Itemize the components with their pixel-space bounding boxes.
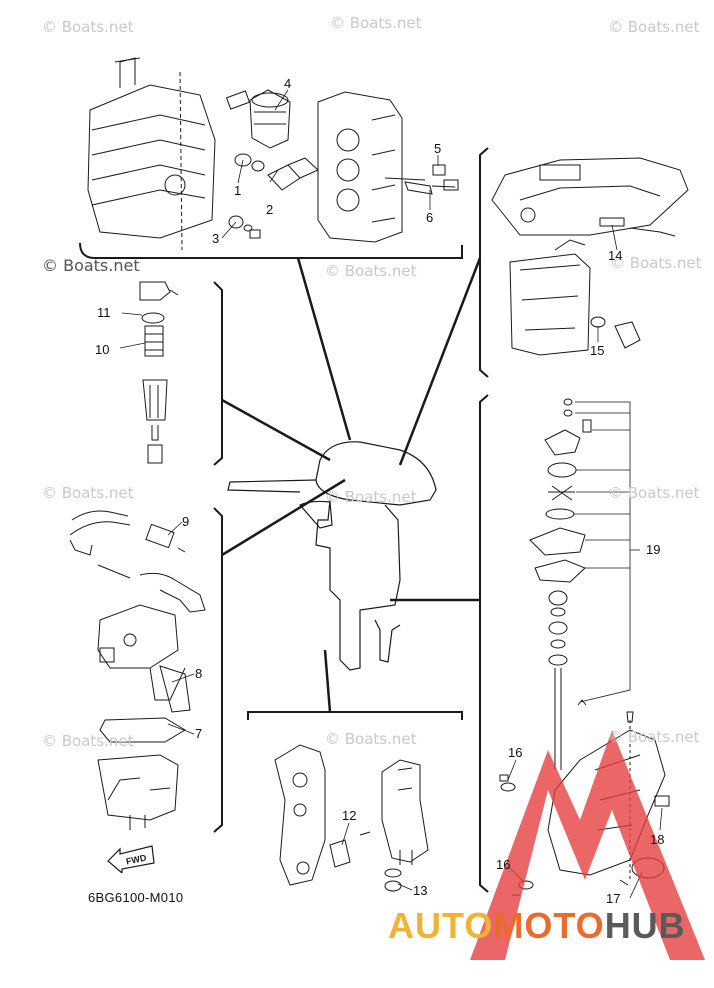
watermark: © Boats.net (610, 254, 702, 272)
watermark: © Boats.net (608, 728, 700, 746)
watermark: © Boats.net (325, 262, 417, 280)
fwd-label: FWD (125, 852, 148, 866)
callout-9[interactable]: 9 (182, 514, 190, 529)
callout-19[interactable]: 19 (646, 542, 661, 557)
watermark: © Boats.net (325, 730, 417, 748)
brand-logo: AUTOMOTOHUB (388, 905, 686, 947)
callout-14[interactable]: 14 (608, 248, 623, 263)
callout-17[interactable]: 17 (606, 891, 621, 906)
callout-7[interactable]: 7 (195, 726, 203, 741)
brand-logo-part1: AUTO (388, 905, 494, 946)
callout-10[interactable]: 10 (95, 342, 110, 357)
callout-8[interactable]: 8 (195, 666, 203, 681)
callout-18[interactable]: 18 (650, 832, 665, 847)
callout-1[interactable]: 1 (234, 183, 242, 198)
callout-13[interactable]: 13 (413, 883, 428, 898)
callout-3[interactable]: 3 (212, 231, 220, 246)
bracket-drawing (274, 744, 429, 892)
callout-15[interactable]: 15 (590, 343, 605, 358)
bottom-cowling-drawing (491, 157, 689, 356)
section-brackets (79, 147, 489, 893)
callout-12[interactable]: 12 (342, 808, 357, 823)
fwd-arrow-icon: FWD (107, 845, 155, 873)
callout-4[interactable]: 4 (284, 76, 292, 91)
fuel-filter-drawing (139, 281, 179, 464)
watermark: © Boats.net (330, 14, 422, 32)
callout-5[interactable]: 5 (434, 141, 442, 156)
brand-logo-part2: MOTO (493, 905, 605, 946)
callout-6[interactable]: 6 (426, 210, 434, 225)
watermark: © Boats.net (608, 18, 700, 36)
watermark: © Boats.net (42, 484, 134, 502)
callout-leaders (119, 89, 663, 899)
callout-2[interactable]: 2 (266, 202, 274, 217)
diagram-code: 6BG6100-M010 (88, 890, 184, 905)
watermark: © Boats.net (42, 18, 134, 36)
section-leaders (221, 257, 482, 713)
callout-11[interactable]: 11 (97, 305, 111, 320)
watermark: © Boats.net (608, 484, 700, 502)
brand-logo-mark (470, 730, 705, 960)
callout-16a[interactable]: 16 (508, 745, 523, 760)
watermark: © Boats.net (42, 256, 140, 275)
fuel-pump-drawing (69, 510, 206, 830)
powerhead-drawing (87, 57, 459, 251)
outboard-motor-silhouette (227, 441, 437, 671)
brand-logo-part3: HUB (604, 905, 686, 946)
watermark: © Boats.net (325, 488, 417, 506)
callout-16b[interactable]: 16 (496, 857, 511, 872)
watermark: © Boats.net (42, 732, 134, 750)
